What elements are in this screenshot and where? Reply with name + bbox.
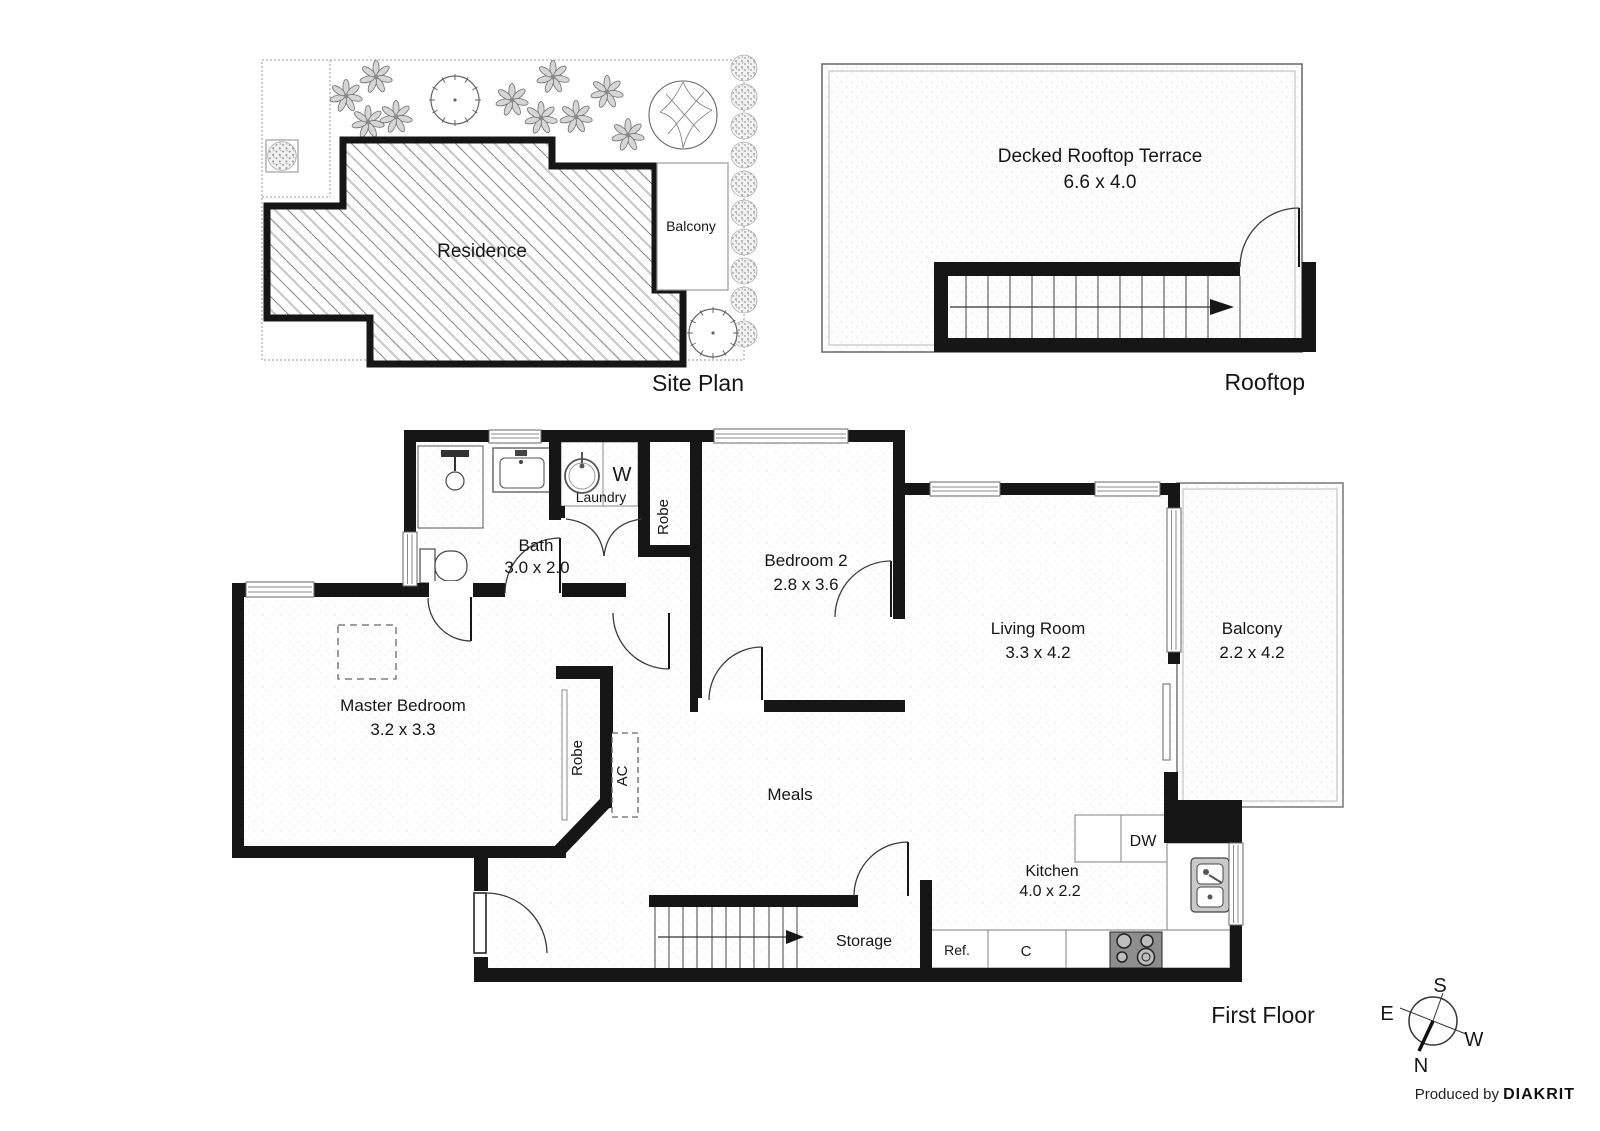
credit-produced-by: Produced by	[1415, 1086, 1503, 1103]
sliding-door-glass	[1166, 507, 1182, 653]
hall-robe-label: Robe	[655, 499, 672, 535]
site-balcony-label: Balcony	[666, 218, 716, 234]
meals-label: Meals	[767, 785, 812, 804]
entry-door-swing	[485, 892, 548, 954]
residence-outline	[263, 136, 687, 368]
first-floor-title: First Floor	[1211, 1002, 1315, 1028]
bathroom-fixtures	[417, 445, 551, 584]
compass-icon: S E W N	[1380, 975, 1483, 1077]
toilet-bowl	[434, 550, 468, 582]
credit-line: Produced by DIAKRIT	[1415, 1086, 1575, 1103]
ac-label: AC	[614, 765, 631, 786]
credit-brand: DIAKRIT	[1503, 1086, 1575, 1103]
storage-label: Storage	[836, 933, 892, 950]
robe-sliding-door	[561, 689, 568, 821]
balcony-deck	[1176, 482, 1344, 808]
terrace-size: 6.6 x 4.0	[1064, 172, 1137, 193]
master-bedroom-size: 3.2 x 3.3	[370, 720, 435, 739]
shower-enclosure	[417, 445, 484, 529]
site-plan: Residence Balcony Site Plan	[261, 54, 758, 396]
rooftop-plan: Decked Rooftop Terrace 6.6 x 4.0 Rooftop	[821, 63, 1316, 395]
toilet-tank	[419, 548, 436, 584]
bedroom2-label: Bedroom 2	[764, 551, 847, 570]
compass-east: E	[1380, 1003, 1393, 1025]
balcony-label: Balcony	[1222, 619, 1283, 638]
cupboard-label: C	[1021, 943, 1032, 960]
living-door-swing	[834, 560, 892, 618]
first-floor-plan: Bath 3.0 x 2.0 W Laundry Robe Bedroom 2 …	[232, 428, 1344, 1028]
laundry-label: Laundry	[576, 489, 627, 505]
storage-door-swing	[853, 841, 909, 897]
compass-west: W	[1465, 1029, 1484, 1051]
shrub-icon	[267, 141, 297, 171]
cooktop	[1109, 931, 1163, 969]
master-robe-label: Robe	[569, 740, 586, 776]
skylight-outline	[337, 624, 397, 680]
first-floor-stairs	[654, 907, 804, 968]
site-plan-title: Site Plan	[652, 370, 744, 396]
bath-label: Bath	[519, 536, 554, 555]
master-door-swing	[427, 597, 472, 642]
shower-head-icon	[441, 450, 469, 457]
bath-size: 3.0 x 2.0	[504, 558, 569, 577]
stair-arrow-icon	[1210, 299, 1234, 315]
large-tree-icon	[648, 80, 718, 150]
windows	[245, 428, 1244, 926]
rooftop-deck	[821, 63, 1303, 353]
rooftop-title: Rooftop	[1224, 369, 1305, 395]
living-room-label: Living Room	[991, 619, 1086, 638]
compass-north: N	[1414, 1055, 1428, 1077]
laundry-door-right-swing	[603, 518, 643, 557]
residence-label: Residence	[437, 241, 527, 262]
bath-door-swing	[504, 537, 561, 594]
doors	[427, 518, 909, 957]
site-balcony	[656, 162, 729, 291]
master-bedroom-label: Master Bedroom	[340, 696, 466, 715]
living-room-size: 3.3 x 4.2	[1005, 643, 1070, 662]
compass-south: S	[1433, 975, 1446, 997]
kitchen-sink	[1190, 857, 1230, 913]
hall-door-swing	[612, 612, 670, 670]
kitchen-benches	[924, 814, 1231, 969]
kitchen-size: 4.0 x 2.2	[1019, 883, 1080, 900]
kitchen-label: Kitchen	[1025, 863, 1078, 880]
stair-arrow-icon	[786, 930, 804, 944]
rooftop-stairwell	[934, 207, 1316, 352]
rooftop-door-swing	[1239, 207, 1300, 268]
terrace-label: Decked Rooftop Terrace	[998, 146, 1203, 167]
dishwasher-label: DW	[1130, 833, 1158, 850]
shower-drain	[445, 471, 465, 491]
entry-door-leaf	[473, 892, 487, 954]
ac-unit-outline	[611, 732, 639, 818]
bedroom2-size: 2.8 x 3.6	[773, 575, 838, 594]
bedroom2-door-swing	[708, 646, 763, 701]
balcony-size: 2.2 x 4.2	[1219, 643, 1284, 662]
sliding-door-panel	[1162, 683, 1171, 761]
laundry-door-left-swing	[565, 518, 605, 557]
washer-label: W	[613, 464, 632, 486]
refrigerator-label: Ref.	[944, 942, 970, 958]
